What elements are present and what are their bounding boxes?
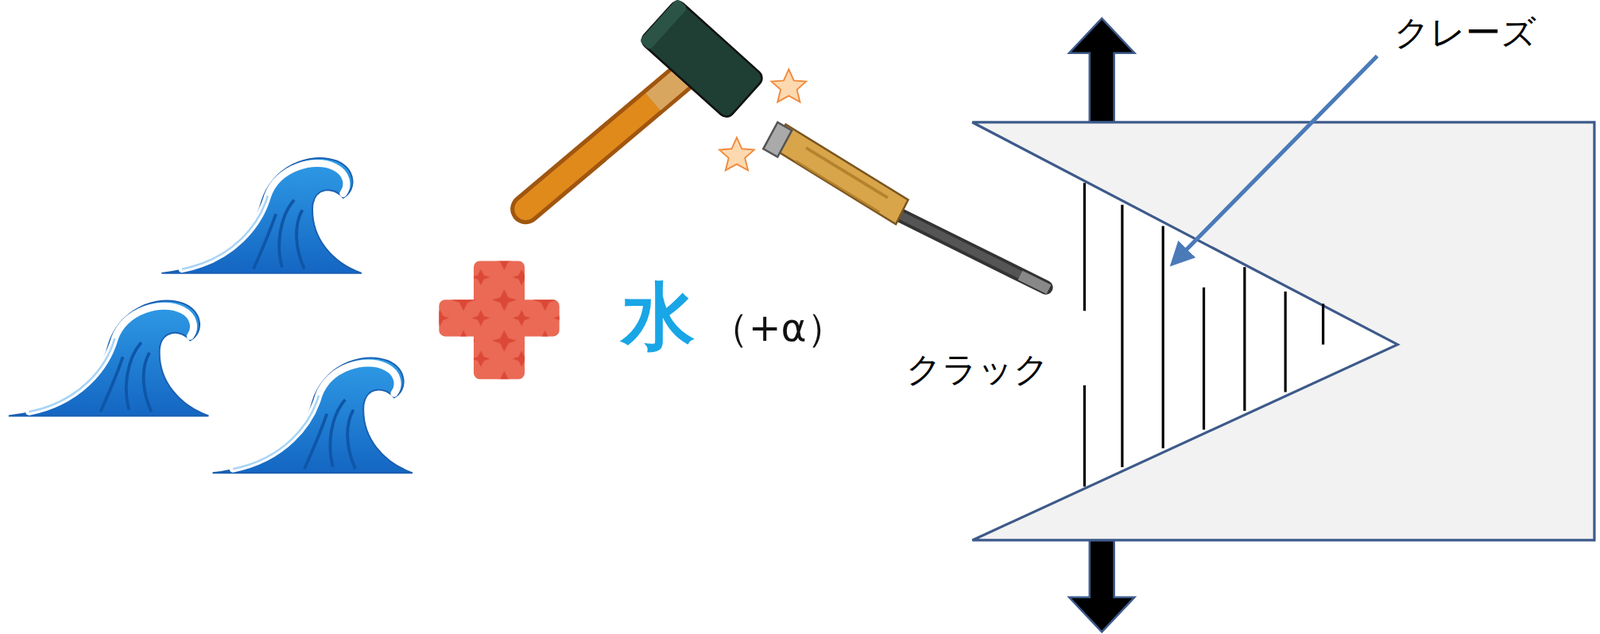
wave-icon bbox=[213, 357, 413, 473]
craze-line bbox=[1321, 303, 1325, 345]
chisel-icon bbox=[763, 122, 1049, 290]
plus-alpha-label: （+α） bbox=[709, 309, 846, 349]
specimen bbox=[972, 122, 1595, 541]
craze-line bbox=[1083, 385, 1086, 487]
craze-line bbox=[1202, 287, 1205, 431]
plus-sign bbox=[438, 260, 559, 380]
craze-lines bbox=[1084, 182, 1323, 487]
wave-icon bbox=[161, 158, 361, 274]
craze-label: クレーズ bbox=[1394, 15, 1537, 51]
craze-line bbox=[1120, 205, 1124, 468]
leader-line bbox=[1173, 56, 1378, 264]
craze-line bbox=[1083, 182, 1086, 311]
water-label: 水 bbox=[621, 279, 695, 353]
load-arrow bbox=[1069, 540, 1135, 632]
craze-line bbox=[1162, 226, 1165, 450]
crack-label: クラック bbox=[906, 352, 1050, 388]
load-arrow bbox=[1069, 18, 1135, 123]
hammer-icon bbox=[525, 0, 765, 210]
craze-line bbox=[1243, 267, 1246, 411]
wave-icon bbox=[8, 301, 209, 417]
craze-line bbox=[1284, 291, 1287, 393]
